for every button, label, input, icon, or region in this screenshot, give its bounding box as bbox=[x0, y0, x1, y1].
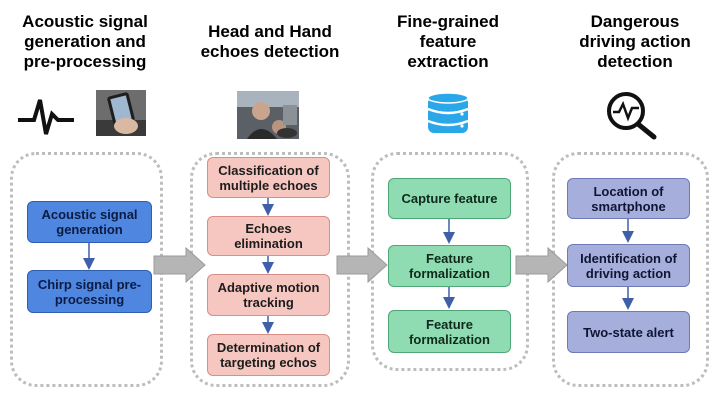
stage-arrow-1 bbox=[153, 246, 206, 284]
step-two-state-alert: Two-state alert bbox=[567, 311, 690, 353]
step-acoustic-signal-generation: Acoustic signal generation bbox=[27, 201, 152, 243]
step-capture-feature: Capture feature bbox=[388, 178, 511, 219]
step-feature-formalization-1: Feature formalization bbox=[388, 245, 511, 287]
stage-4-title: Dangerous driving action detection bbox=[579, 12, 691, 71]
stage-arrow-3 bbox=[515, 246, 568, 284]
signal-magnifier-icon bbox=[607, 92, 657, 140]
database-icon bbox=[427, 92, 469, 133]
step-identification-of-driving-action: Identification of driving action bbox=[567, 244, 690, 287]
step-determination-of-targeting-echos: Determination of targeting echos bbox=[207, 334, 330, 376]
driver-using-phone-photo bbox=[237, 91, 299, 139]
step-chirp-signal-preprocessing: Chirp signal pre- processing bbox=[27, 270, 152, 313]
stage-1-title: Acoustic signal generation and pre-proce… bbox=[22, 12, 148, 71]
stage-arrow-2 bbox=[336, 246, 388, 284]
step-feature-formalization-2: Feature formalization bbox=[388, 310, 511, 353]
phone-in-car-mount-photo bbox=[96, 90, 146, 136]
heartbeat-waveform-icon bbox=[18, 99, 74, 135]
stage-3-title: Fine-grained feature extraction bbox=[396, 12, 499, 71]
stage-2-title: Head and Hand echoes detection bbox=[200, 22, 340, 61]
step-adaptive-motion-tracking: Adaptive motion tracking bbox=[207, 274, 330, 316]
step-echoes-elimination: Echoes elimination bbox=[207, 216, 330, 256]
step-location-of-smartphone: Location of smartphone bbox=[567, 178, 690, 219]
step-classification-of-echoes: Classification of multiple echoes bbox=[207, 157, 330, 198]
